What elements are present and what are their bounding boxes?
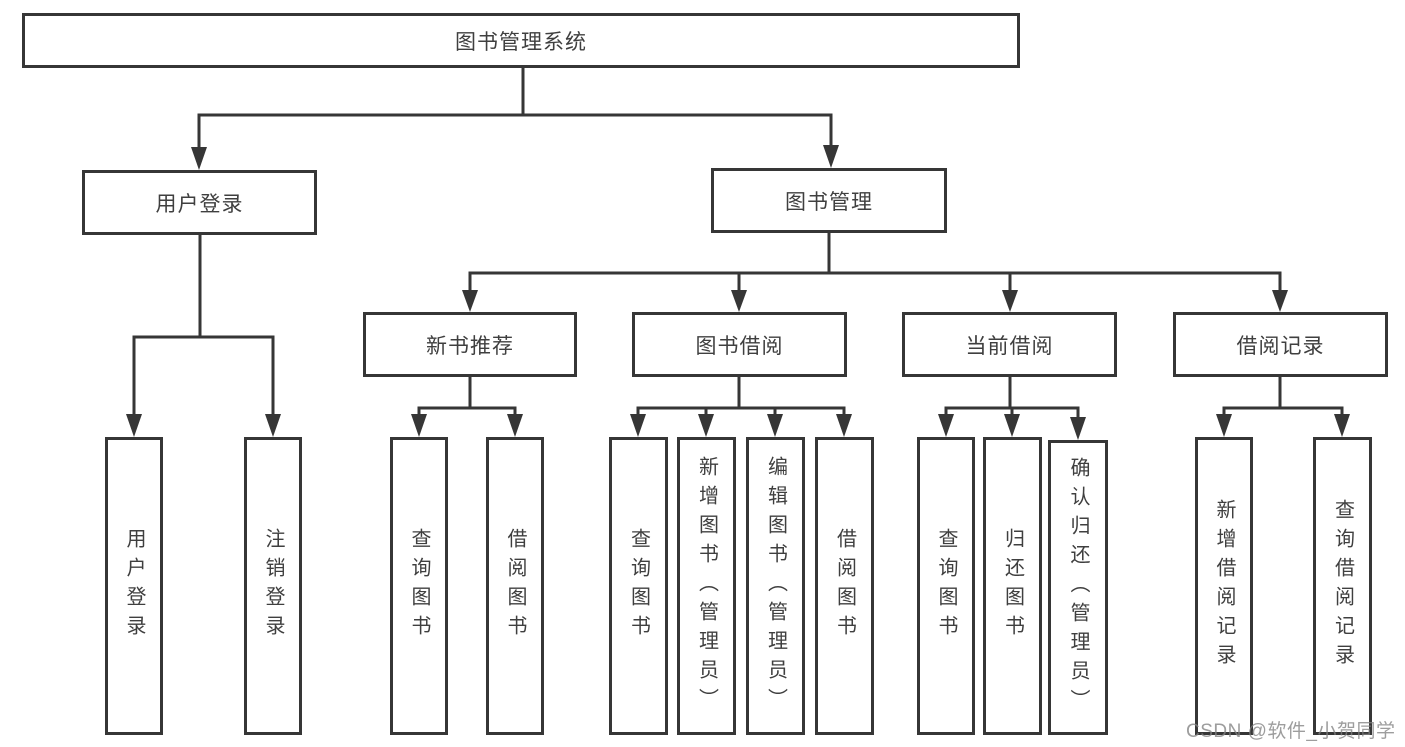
node-borrow-records: 借阅记录 [1173,312,1388,377]
node-book-borrow-label: 图书借阅 [695,334,784,358]
leaf-query-books-current: 查询图书 [917,437,975,735]
leaf-query-books-recommend: 查询图书 [390,437,448,735]
node-new-book-recommend-label: 新书推荐 [426,334,514,358]
node-borrow-records-label: 借阅记录 [1236,334,1325,358]
csdn-watermark: CSDN @软件_小贺同学 [1186,721,1396,742]
leaf-query-books-recommend-label: 查询图书 [408,528,430,644]
leaf-borrow-books-recommend: 借阅图书 [486,437,544,735]
leaf-logout: 注销登录 [244,437,302,735]
leaf-logout-label: 注销登录 [262,528,284,644]
leaf-return-books-label: 归还图书 [1001,528,1024,644]
leaf-edit-books-admin-label: 编辑图书（管理员） [764,455,787,717]
node-user-login-label: 用户登录 [155,192,244,216]
leaf-borrow-books-borrow: 借阅图书 [815,437,874,735]
leaf-borrow-books-recommend-label: 借阅图书 [504,528,526,644]
leaf-add-borrow-record: 新增借阅记录 [1195,437,1253,735]
leaf-user-login: 用户登录 [105,437,163,735]
leaf-add-books-admin-label: 新增图书（管理员） [695,455,718,717]
node-book-management: 图书管理 [711,168,947,233]
leaf-query-borrow-record-label: 查询借阅记录 [1331,499,1354,673]
node-book-borrow: 图书借阅 [632,312,847,377]
leaf-add-books-admin: 新增图书（管理员） [677,437,736,735]
node-new-book-recommend: 新书推荐 [363,312,577,377]
arrowheads [126,145,1350,440]
node-root-label: 图书管理系统 [455,30,587,54]
node-root: 图书管理系统 [22,13,1020,68]
node-book-management-label: 图书管理 [785,190,873,214]
node-current-borrow-label: 当前借阅 [965,334,1054,358]
node-user-login: 用户登录 [82,170,317,235]
leaf-return-books: 归还图书 [983,437,1042,735]
leaf-query-borrow-record: 查询借阅记录 [1313,437,1372,735]
leaf-query-books-borrow-label: 查询图书 [627,528,650,644]
leaf-borrow-books-borrow-label: 借阅图书 [833,528,856,644]
leaf-query-books-borrow: 查询图书 [609,437,668,735]
leaf-add-borrow-record-label: 新增借阅记录 [1213,499,1235,673]
leaf-confirm-return-admin: 确认归还（管理员） [1048,440,1108,735]
leaf-confirm-return-admin-label: 确认归还（管理员） [1067,457,1089,718]
leaf-user-login-label: 用户登录 [123,528,145,644]
leaf-query-books-current-label: 查询图书 [935,528,957,644]
leaf-edit-books-admin: 编辑图书（管理员） [746,437,805,735]
node-current-borrow: 当前借阅 [902,312,1117,377]
